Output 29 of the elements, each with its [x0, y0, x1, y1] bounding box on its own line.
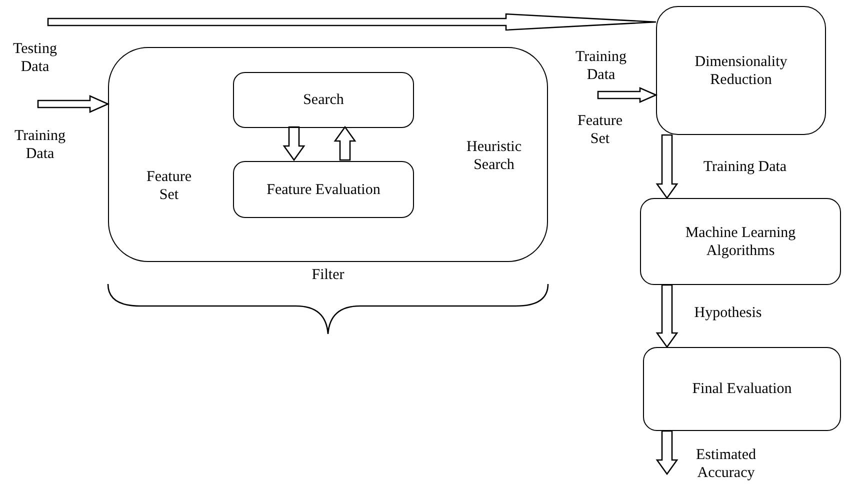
- block-arrow: [597, 87, 658, 103]
- text-label: Filter: [310, 266, 346, 284]
- edge-label: Hypothesis: [693, 304, 763, 322]
- node-text: Final Evaluation: [692, 380, 792, 398]
- edge-label: Training Data: [702, 158, 788, 176]
- node-text: Heuristic Search: [466, 138, 522, 174]
- process-box: [656, 6, 826, 135]
- edge-label: Training Data: [574, 48, 628, 84]
- edge-label: Estimated Accuracy: [695, 446, 757, 482]
- block-arrow: [656, 284, 678, 348]
- text-label: Testing Data: [12, 40, 58, 76]
- text-label: Feature Set: [576, 112, 624, 148]
- node-text: Dimensionality Reduction: [694, 52, 788, 88]
- node-text: Feature Set: [146, 168, 192, 204]
- block-arrow: [37, 95, 110, 113]
- node-text: Search: [303, 91, 344, 109]
- process-box: [233, 161, 414, 218]
- block-arrow: [47, 13, 657, 31]
- node-text: Feature Evaluation: [266, 180, 380, 198]
- process-box: [643, 347, 841, 431]
- edge-label: Training Data: [13, 127, 67, 163]
- process-box: [233, 72, 414, 128]
- process-box: [108, 47, 548, 262]
- block-arrow: [656, 430, 678, 476]
- node-text: Machine Learning Algorithms: [684, 224, 797, 260]
- block-arrow: [282, 126, 306, 162]
- process-box: [640, 198, 841, 285]
- block-arrow: [656, 134, 678, 200]
- block-arrow: [334, 126, 356, 161]
